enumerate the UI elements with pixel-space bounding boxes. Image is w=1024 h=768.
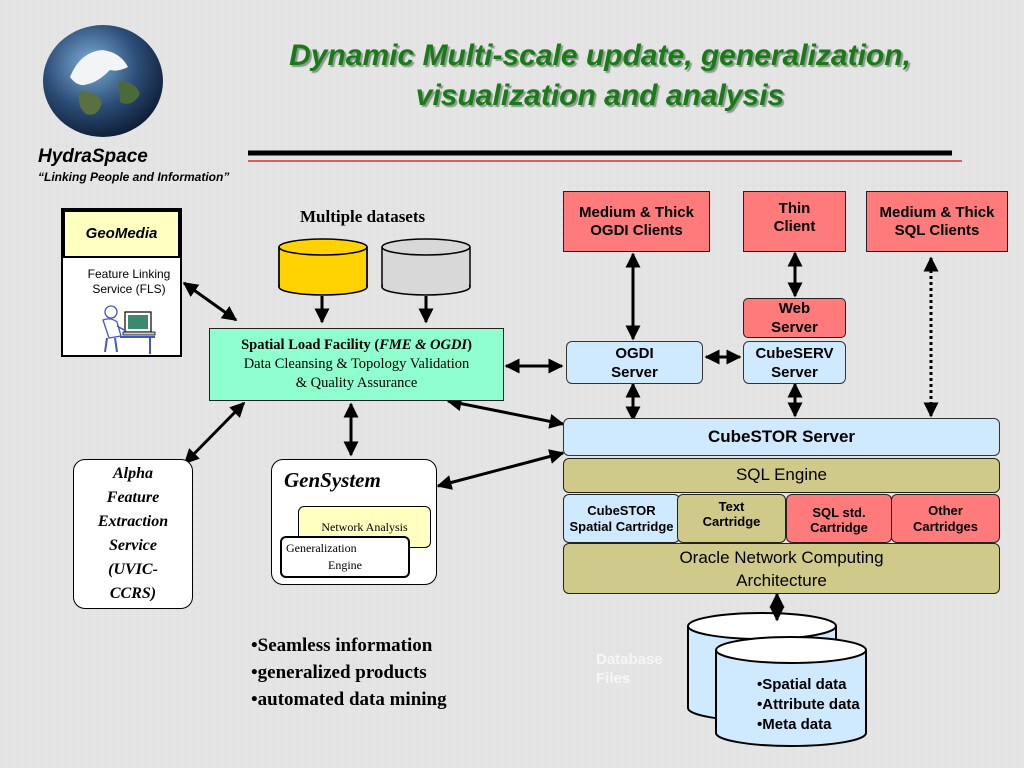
dataset-cylinder-yellow [278, 238, 368, 296]
list-item: •Spatial data [757, 676, 847, 693]
globe-icon [43, 25, 163, 137]
user-at-computer-icon [102, 305, 156, 354]
title-line-1: Dynamic Multi-scale update, generalizati… [289, 39, 911, 72]
arrow-alpha-slf [183, 401, 246, 465]
brand-tagline: “Linking People and Information” [38, 170, 230, 184]
ogdi-clients-box: Medium & Thick OGDI Clients [563, 191, 710, 252]
generalization-engine-box: Generalization Engine [280, 536, 410, 578]
gensystem-title: GenSystem [284, 468, 381, 492]
thin-client-box: Thin Client [743, 191, 846, 252]
arrow-geomedia-slf [182, 281, 238, 322]
bullet-item: •automated data mining [251, 689, 447, 710]
sql-std-cartridge: SQL std. Cartridge [786, 494, 892, 543]
database-files-label: Database Files [596, 651, 663, 687]
brand-name: HydraSpace [38, 146, 148, 167]
dataset-cylinder-grey [381, 238, 471, 296]
cubestor-server-box: CubeSTOR Server [563, 418, 1000, 456]
database-contents-list: •Spatial data •Attribute data •Meta data [757, 675, 860, 735]
cubestor-spatial-cartridge: CubeSTOR Spatial Cartridge [563, 494, 680, 543]
geomedia-panel: GeoMedia Feature Linking Service (FLS) [61, 208, 182, 357]
web-server-box: Web Server [743, 298, 846, 338]
arrow-slf-cubestor [446, 396, 565, 429]
list-item: •Meta data [757, 716, 832, 733]
geomedia-title: GeoMedia [63, 210, 180, 258]
spatial-load-facility: Spatial Load Facility (FME & OGDI) Data … [209, 328, 504, 401]
gensystem-panel: GenSystem Network Analysis Generalizatio… [271, 459, 437, 585]
database-cylinder-front [715, 636, 867, 747]
arrow-gensystem-cubestor [436, 449, 565, 490]
text-cartridge: Text Cartridge [677, 494, 786, 543]
page-title: Dynamic Multi-scale update, generalizati… [200, 36, 1000, 116]
sql-engine-box: SQL Engine [563, 458, 1000, 493]
datasets-label: Multiple datasets [300, 207, 426, 226]
other-cartridges: Other Cartridges [891, 494, 1000, 543]
cubeserv-server-box: CubeSERV Server [743, 341, 846, 384]
title-line-2: visualization and analysis [415, 79, 785, 112]
sql-clients-box: Medium & Thick SQL Clients [866, 191, 1008, 252]
oracle-network-computing-box: Oracle Network Computing Architecture [563, 543, 1000, 594]
list-item: •Attribute data [757, 696, 860, 713]
fls-label: Feature Linking Service (FLS) [87, 267, 171, 296]
bullet-item: •Seamless information [251, 635, 433, 656]
ogdi-server-box: OGDI Server [566, 341, 703, 384]
bullet-item: •generalized products [251, 662, 427, 683]
feature-bullets: •Seamless information •generalized produ… [251, 632, 447, 713]
alpha-feature-extraction-service: Alpha Feature Extraction Service (UVIC- … [73, 459, 193, 609]
